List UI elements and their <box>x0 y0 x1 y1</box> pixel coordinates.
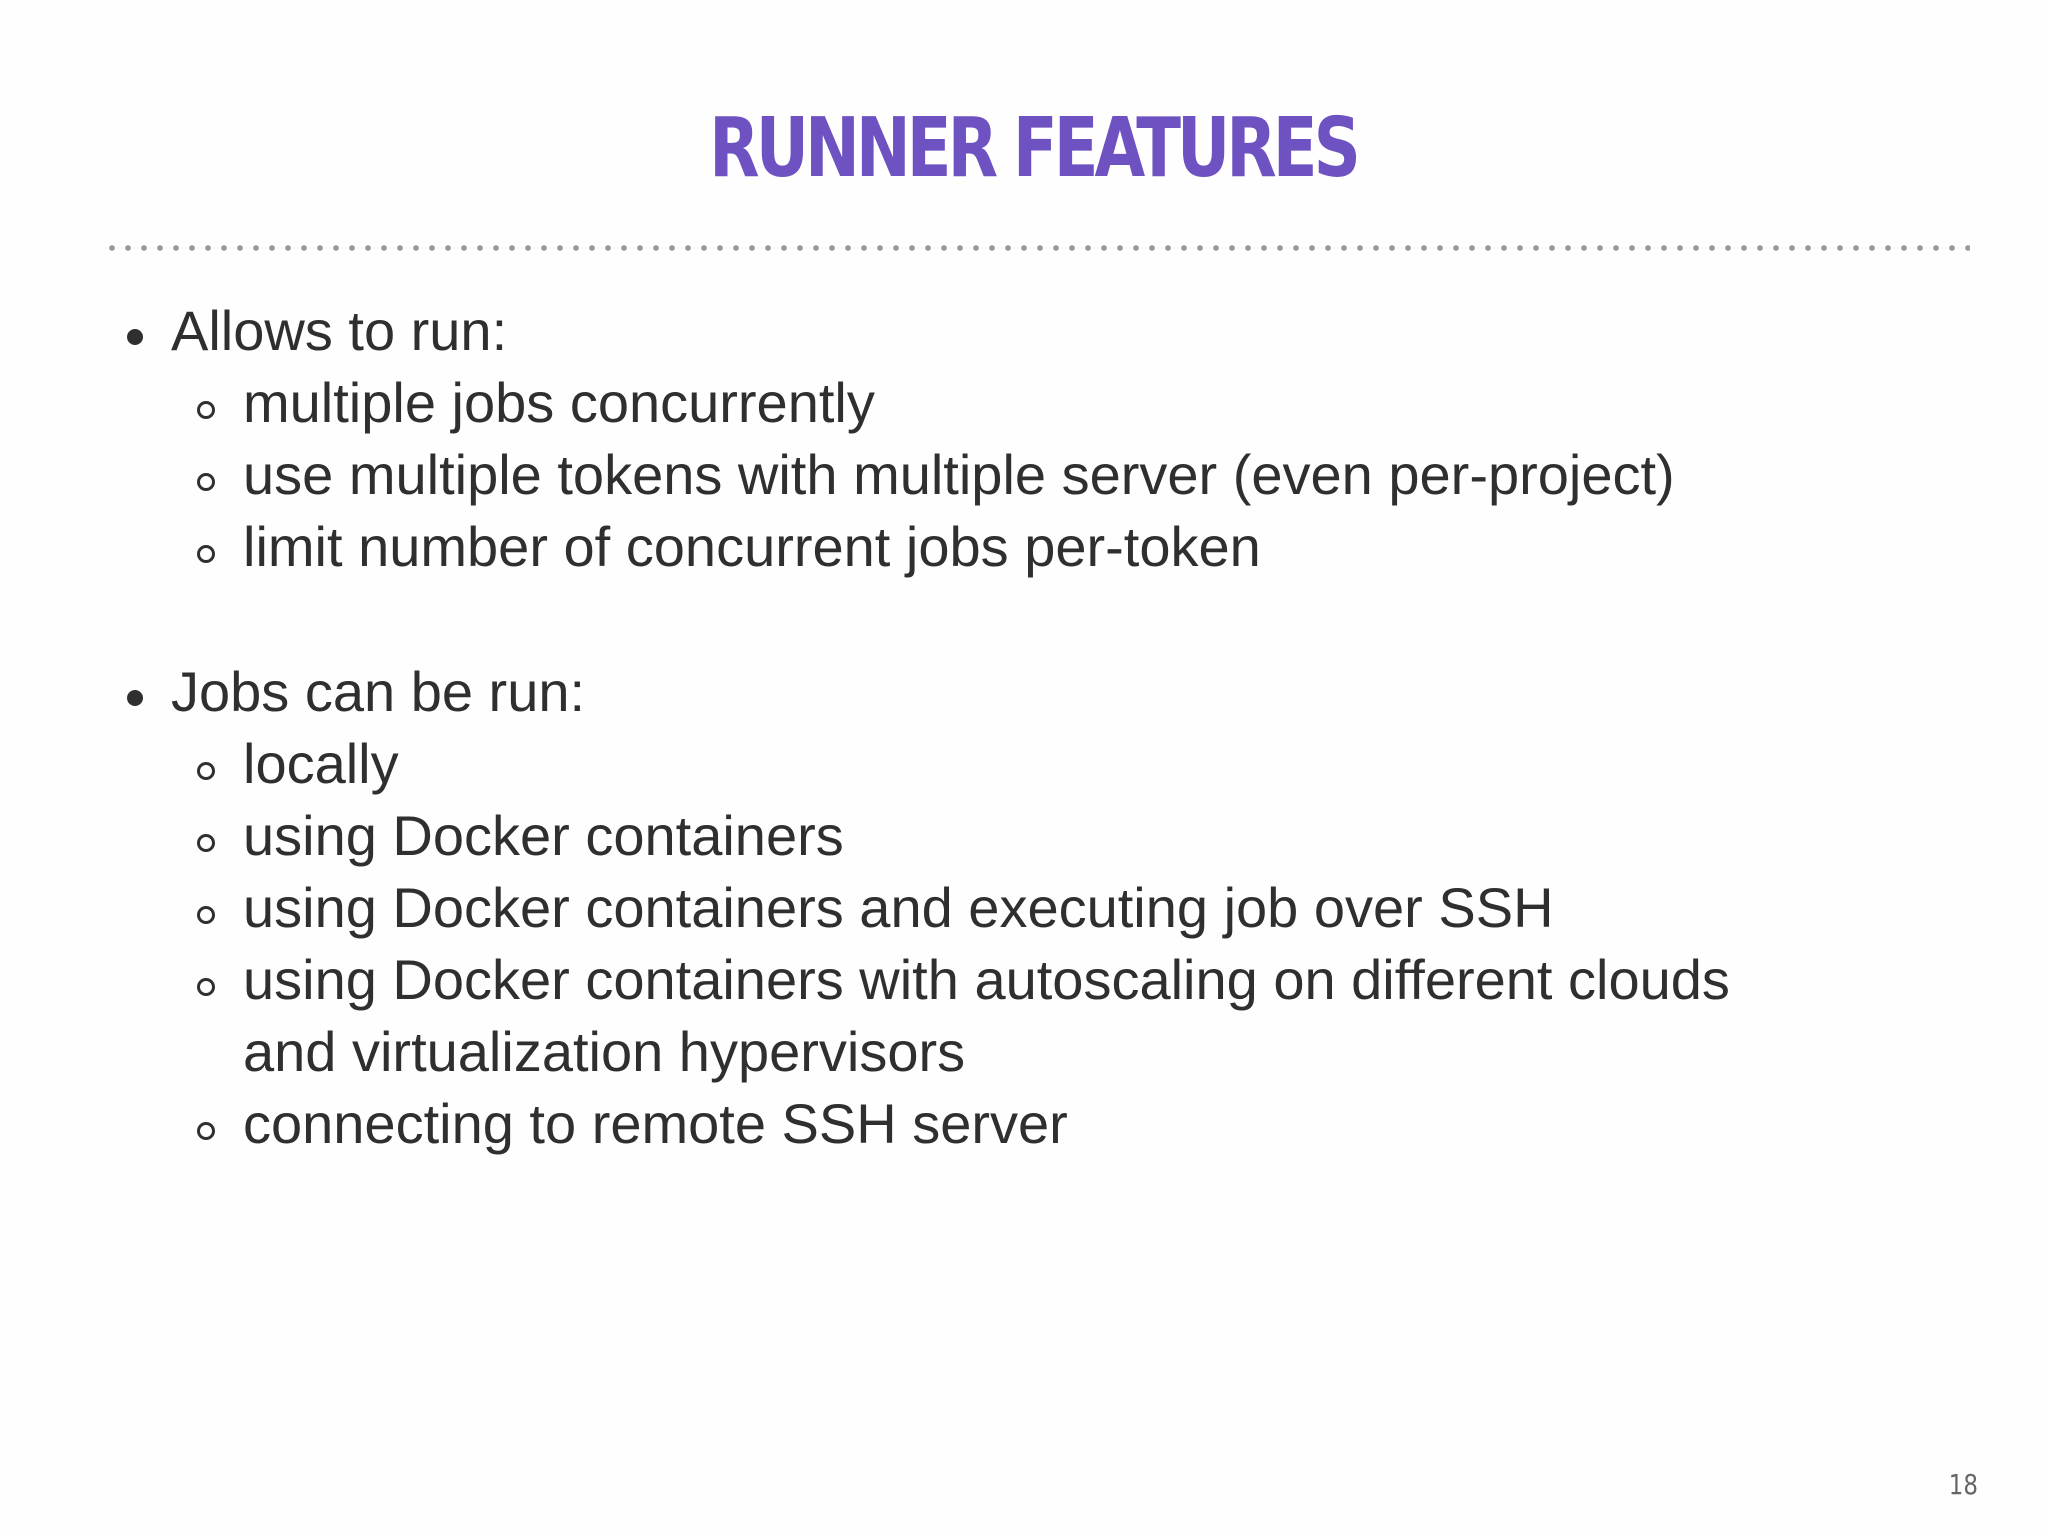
bullet-dot-icon <box>127 690 143 706</box>
dotted-divider <box>104 244 1970 252</box>
bullet-circle-icon <box>197 978 215 996</box>
list-item: connecting to remote SSH server <box>243 1092 1068 1155</box>
bullet-circle-icon <box>197 401 215 419</box>
page-number: 18 <box>1948 1468 1978 1501</box>
bullet-circle-icon <box>197 473 215 491</box>
bullet-circle-icon <box>197 545 215 563</box>
bullet-circle-icon <box>197 762 215 780</box>
bullet-dot-icon <box>127 329 143 345</box>
bullet-circle-icon <box>197 906 215 924</box>
slide-title: RUNNER FEATURES <box>709 101 1361 196</box>
bullet-circle-icon <box>197 1122 215 1140</box>
section-heading-jobs: Jobs can be run: <box>171 660 586 723</box>
list-item: using Docker containers with autoscaling… <box>243 948 1730 1011</box>
list-item-continuation: and virtualization hypervisors <box>243 1020 966 1083</box>
list-item: multiple jobs concurrently <box>243 371 875 434</box>
section-heading-allows: Allows to run: <box>171 299 508 362</box>
list-item: using Docker containers and executing jo… <box>243 876 1554 939</box>
list-item: using Docker containers <box>243 804 844 867</box>
bullet-circle-icon <box>197 834 215 852</box>
list-item: locally <box>243 732 399 795</box>
list-item: use multiple tokens with multiple server… <box>243 443 1675 506</box>
list-item: limit number of concurrent jobs per-toke… <box>243 515 1261 578</box>
